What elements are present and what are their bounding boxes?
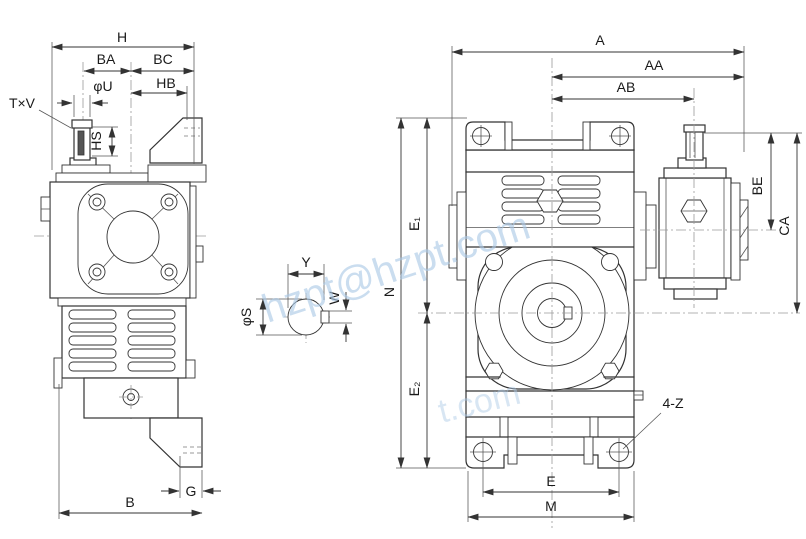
dim-label-a: A bbox=[595, 32, 605, 48]
dim-label-e1: E₁ bbox=[406, 217, 422, 231]
cooling-fins bbox=[53, 297, 196, 389]
dim-n: N bbox=[381, 117, 467, 469]
dim-label-g: G bbox=[186, 483, 197, 499]
top-mounting-plate bbox=[465, 121, 635, 151]
dim-label-phi-u: φU bbox=[93, 78, 112, 94]
flange-nut bbox=[484, 362, 504, 380]
dim-label-aa: AA bbox=[645, 57, 664, 73]
input-shaft bbox=[69, 119, 97, 168]
keyway bbox=[320, 310, 330, 324]
dim-label-n: N bbox=[381, 287, 397, 297]
dim-h: H bbox=[51, 29, 195, 170]
dim-label-be: BE bbox=[749, 177, 765, 196]
side-worm-unit bbox=[658, 124, 749, 300]
front-view-centerlines bbox=[418, 58, 800, 528]
dim-g: G bbox=[161, 456, 221, 499]
dim-label-y: Y bbox=[301, 254, 311, 270]
dim-label-m: M bbox=[545, 498, 557, 514]
dim-phi-u: φU bbox=[57, 78, 113, 117]
dim-phi-s: φS bbox=[238, 298, 302, 336]
dim-label-4z: 4-Z bbox=[663, 395, 684, 411]
dim-label-ca: CA bbox=[776, 216, 792, 236]
dim-label-ba: BA bbox=[97, 51, 116, 67]
dim-ab: AB bbox=[551, 79, 695, 103]
dim-label-e: E bbox=[546, 473, 555, 489]
dim-ba: BA bbox=[83, 51, 132, 75]
dim-e1: E₁ bbox=[406, 117, 431, 314]
dim-y: Y bbox=[287, 254, 325, 308]
dim-label-b: B bbox=[125, 494, 134, 510]
dim-label-bc: BC bbox=[153, 51, 172, 67]
watermark-fragment: t.com bbox=[434, 374, 524, 431]
dim-label-hs: HS bbox=[88, 131, 104, 150]
dim-label-w: W bbox=[326, 291, 342, 305]
bearing-bore bbox=[106, 210, 160, 264]
dim-label-phi-s: φS bbox=[238, 308, 254, 326]
shaft-key-slot bbox=[77, 130, 85, 156]
dim-e: E bbox=[482, 473, 620, 496]
dim-label-ab: AB bbox=[617, 79, 636, 95]
foot-bracket bbox=[149, 417, 203, 468]
dim-e2: E₂ bbox=[406, 312, 431, 469]
dim-bc: BC bbox=[130, 51, 195, 75]
dim-a: A bbox=[451, 32, 745, 206]
top-bracket bbox=[149, 117, 203, 164]
bottom-block bbox=[83, 377, 203, 468]
dim-txv: T×V bbox=[9, 95, 72, 129]
dim-hs: HS bbox=[88, 126, 118, 157]
side-tab bbox=[633, 390, 644, 401]
dim-label-hb: HB bbox=[156, 75, 175, 91]
dim-label-txv: T×V bbox=[9, 95, 36, 111]
unit-input-shaft bbox=[685, 129, 704, 161]
dim-label-h: H bbox=[117, 29, 127, 45]
shaft-section-detail: Y W φS bbox=[238, 254, 352, 343]
dim-w: W bbox=[326, 291, 352, 342]
housing bbox=[40, 181, 204, 299]
base bbox=[465, 436, 635, 497]
dim-label-e2: E₂ bbox=[406, 382, 422, 397]
dim-4z: 4-Z bbox=[622, 395, 684, 450]
dim-m: M bbox=[467, 471, 635, 522]
flange-nut bbox=[600, 362, 620, 380]
dim-be: BE bbox=[704, 132, 802, 231]
dim-hb: HB bbox=[130, 75, 188, 120]
dim-aa: AA bbox=[551, 57, 745, 81]
front-fins bbox=[465, 171, 635, 227]
dim-b: B bbox=[58, 384, 203, 519]
dim-ca: CA bbox=[776, 132, 801, 314]
side-flanges bbox=[448, 191, 657, 281]
side-view: H BA BC φU HB T×V HS bbox=[9, 29, 221, 519]
front-view: A AA AB N E₁ E₂ BE bbox=[381, 32, 802, 528]
